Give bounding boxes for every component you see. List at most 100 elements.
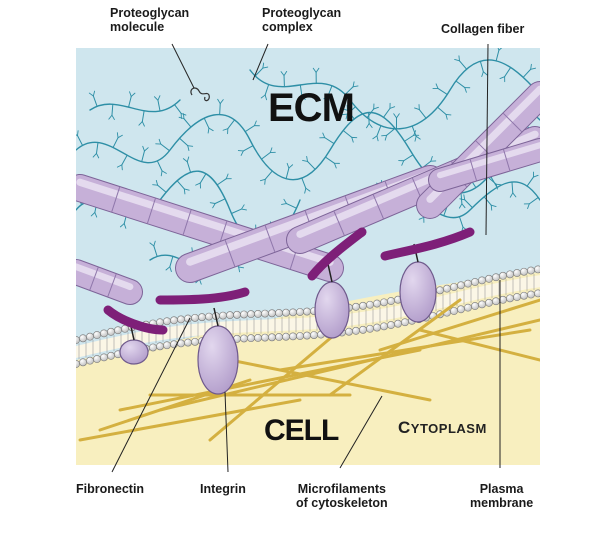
phospholipid-head bbox=[471, 278, 478, 285]
phospholipid-head bbox=[352, 327, 359, 334]
phospholipid-head bbox=[387, 297, 394, 304]
label-ecm: ECM bbox=[268, 86, 354, 131]
phospholipid-head bbox=[163, 342, 170, 349]
label-integrin: Integrin bbox=[200, 482, 246, 496]
phospholipid-head bbox=[184, 339, 191, 346]
phospholipid-head bbox=[534, 290, 541, 297]
phospholipid-head bbox=[387, 321, 394, 328]
phospholipid-head bbox=[177, 316, 184, 323]
phospholipid-head bbox=[450, 307, 457, 314]
phospholipid-head bbox=[380, 323, 387, 330]
phospholipid-head bbox=[261, 334, 268, 341]
label-fibronectin: Fibronectin bbox=[76, 482, 144, 496]
phospholipid-head bbox=[352, 303, 359, 310]
phospholipid-head bbox=[443, 285, 450, 292]
label-cell: CELL bbox=[264, 414, 338, 448]
phospholipid-head bbox=[464, 280, 471, 287]
phospholipid-head bbox=[471, 302, 478, 309]
phospholipid-head bbox=[296, 332, 303, 339]
phospholipid-head bbox=[450, 283, 457, 290]
phospholipid-head bbox=[492, 298, 499, 305]
phospholipid-head bbox=[247, 335, 254, 342]
phospholipid-head bbox=[366, 301, 373, 308]
phospholipid-head bbox=[86, 333, 93, 340]
phospholipid-head bbox=[513, 269, 520, 276]
phospholipid-head bbox=[107, 352, 114, 359]
phospholipid-head bbox=[93, 355, 100, 362]
phospholipid-head bbox=[513, 293, 520, 300]
phospholipid-head bbox=[485, 275, 492, 282]
phospholipid-head bbox=[282, 333, 289, 340]
phospholipid-head bbox=[205, 313, 212, 320]
phospholipid-head bbox=[114, 327, 121, 334]
phospholipid-head bbox=[457, 282, 464, 289]
integrin-protein bbox=[198, 326, 238, 394]
phospholipid-head bbox=[219, 312, 226, 319]
phospholipid-head bbox=[527, 291, 534, 298]
phospholipid-head bbox=[492, 274, 499, 281]
phospholipid-head bbox=[373, 300, 380, 307]
phospholipid-head bbox=[359, 326, 366, 333]
phospholipid-head bbox=[478, 277, 485, 284]
phospholipid-head bbox=[478, 301, 485, 308]
phospholipid-head bbox=[380, 299, 387, 306]
phospholipid-head bbox=[401, 319, 408, 326]
label-plasma-membrane: Plasma membrane bbox=[470, 482, 533, 510]
phospholipid-head bbox=[93, 331, 100, 338]
label-proteoglycan-complex: Proteoglycan complex bbox=[262, 6, 341, 34]
phospholipid-head bbox=[485, 299, 492, 306]
phospholipid-head bbox=[261, 310, 268, 317]
phospholipid-head bbox=[282, 309, 289, 316]
phospholipid-head bbox=[100, 330, 107, 337]
phospholipid-head bbox=[436, 287, 443, 294]
label-proteoglycan-molecule: Proteoglycan molecule bbox=[110, 6, 189, 34]
phospholipid-head bbox=[464, 304, 471, 311]
phospholipid-head bbox=[373, 324, 380, 331]
phospholipid-head bbox=[275, 309, 282, 316]
phospholipid-head bbox=[296, 308, 303, 315]
phospholipid-head bbox=[506, 271, 513, 278]
phospholipid-head bbox=[240, 311, 247, 318]
label-microfilaments: Microfilaments of cytoskeleton bbox=[296, 482, 388, 510]
phospholipid-head bbox=[191, 338, 198, 345]
phospholipid-head bbox=[156, 343, 163, 350]
phospholipid-head bbox=[254, 310, 261, 317]
phospholipid-head bbox=[86, 357, 93, 364]
phospholipid-head bbox=[275, 333, 282, 340]
phospholipid-head bbox=[303, 332, 310, 339]
phospholipid-head bbox=[303, 308, 310, 315]
phospholipid-head bbox=[268, 310, 275, 317]
label-collagen-fiber: Collagen fiber bbox=[441, 22, 524, 36]
phospholipid-head bbox=[268, 334, 275, 341]
phospholipid-head bbox=[72, 336, 79, 343]
phospholipid-head bbox=[226, 312, 233, 319]
phospholipid-head bbox=[240, 335, 247, 342]
phospholipid-head bbox=[345, 328, 352, 335]
phospholipid-head bbox=[499, 272, 506, 279]
phospholipid-head bbox=[394, 320, 401, 327]
phospholipid-head bbox=[520, 268, 527, 275]
phospholipid-head bbox=[506, 295, 513, 302]
phospholipid-head bbox=[163, 318, 170, 325]
phospholipid-head bbox=[359, 302, 366, 309]
phospholipid-head bbox=[156, 319, 163, 326]
phospholipid-head bbox=[233, 311, 240, 318]
phospholipid-head bbox=[100, 354, 107, 361]
phospholipid-head bbox=[72, 360, 79, 367]
phospholipid-head bbox=[366, 325, 373, 332]
integrin-protein bbox=[400, 262, 436, 322]
phospholipid-head bbox=[534, 266, 541, 273]
phospholipid-head bbox=[79, 335, 86, 342]
phospholipid-head bbox=[79, 359, 86, 366]
phospholipid-head bbox=[520, 292, 527, 299]
phospholipid-head bbox=[198, 314, 205, 321]
phospholipid-head bbox=[191, 314, 198, 321]
phospholipid-head bbox=[527, 267, 534, 274]
integrin-protein bbox=[315, 282, 349, 338]
phospholipid-head bbox=[289, 333, 296, 340]
phospholipid-head bbox=[170, 317, 177, 324]
phospholipid-head bbox=[149, 344, 156, 351]
phospholipid-head bbox=[254, 334, 261, 341]
